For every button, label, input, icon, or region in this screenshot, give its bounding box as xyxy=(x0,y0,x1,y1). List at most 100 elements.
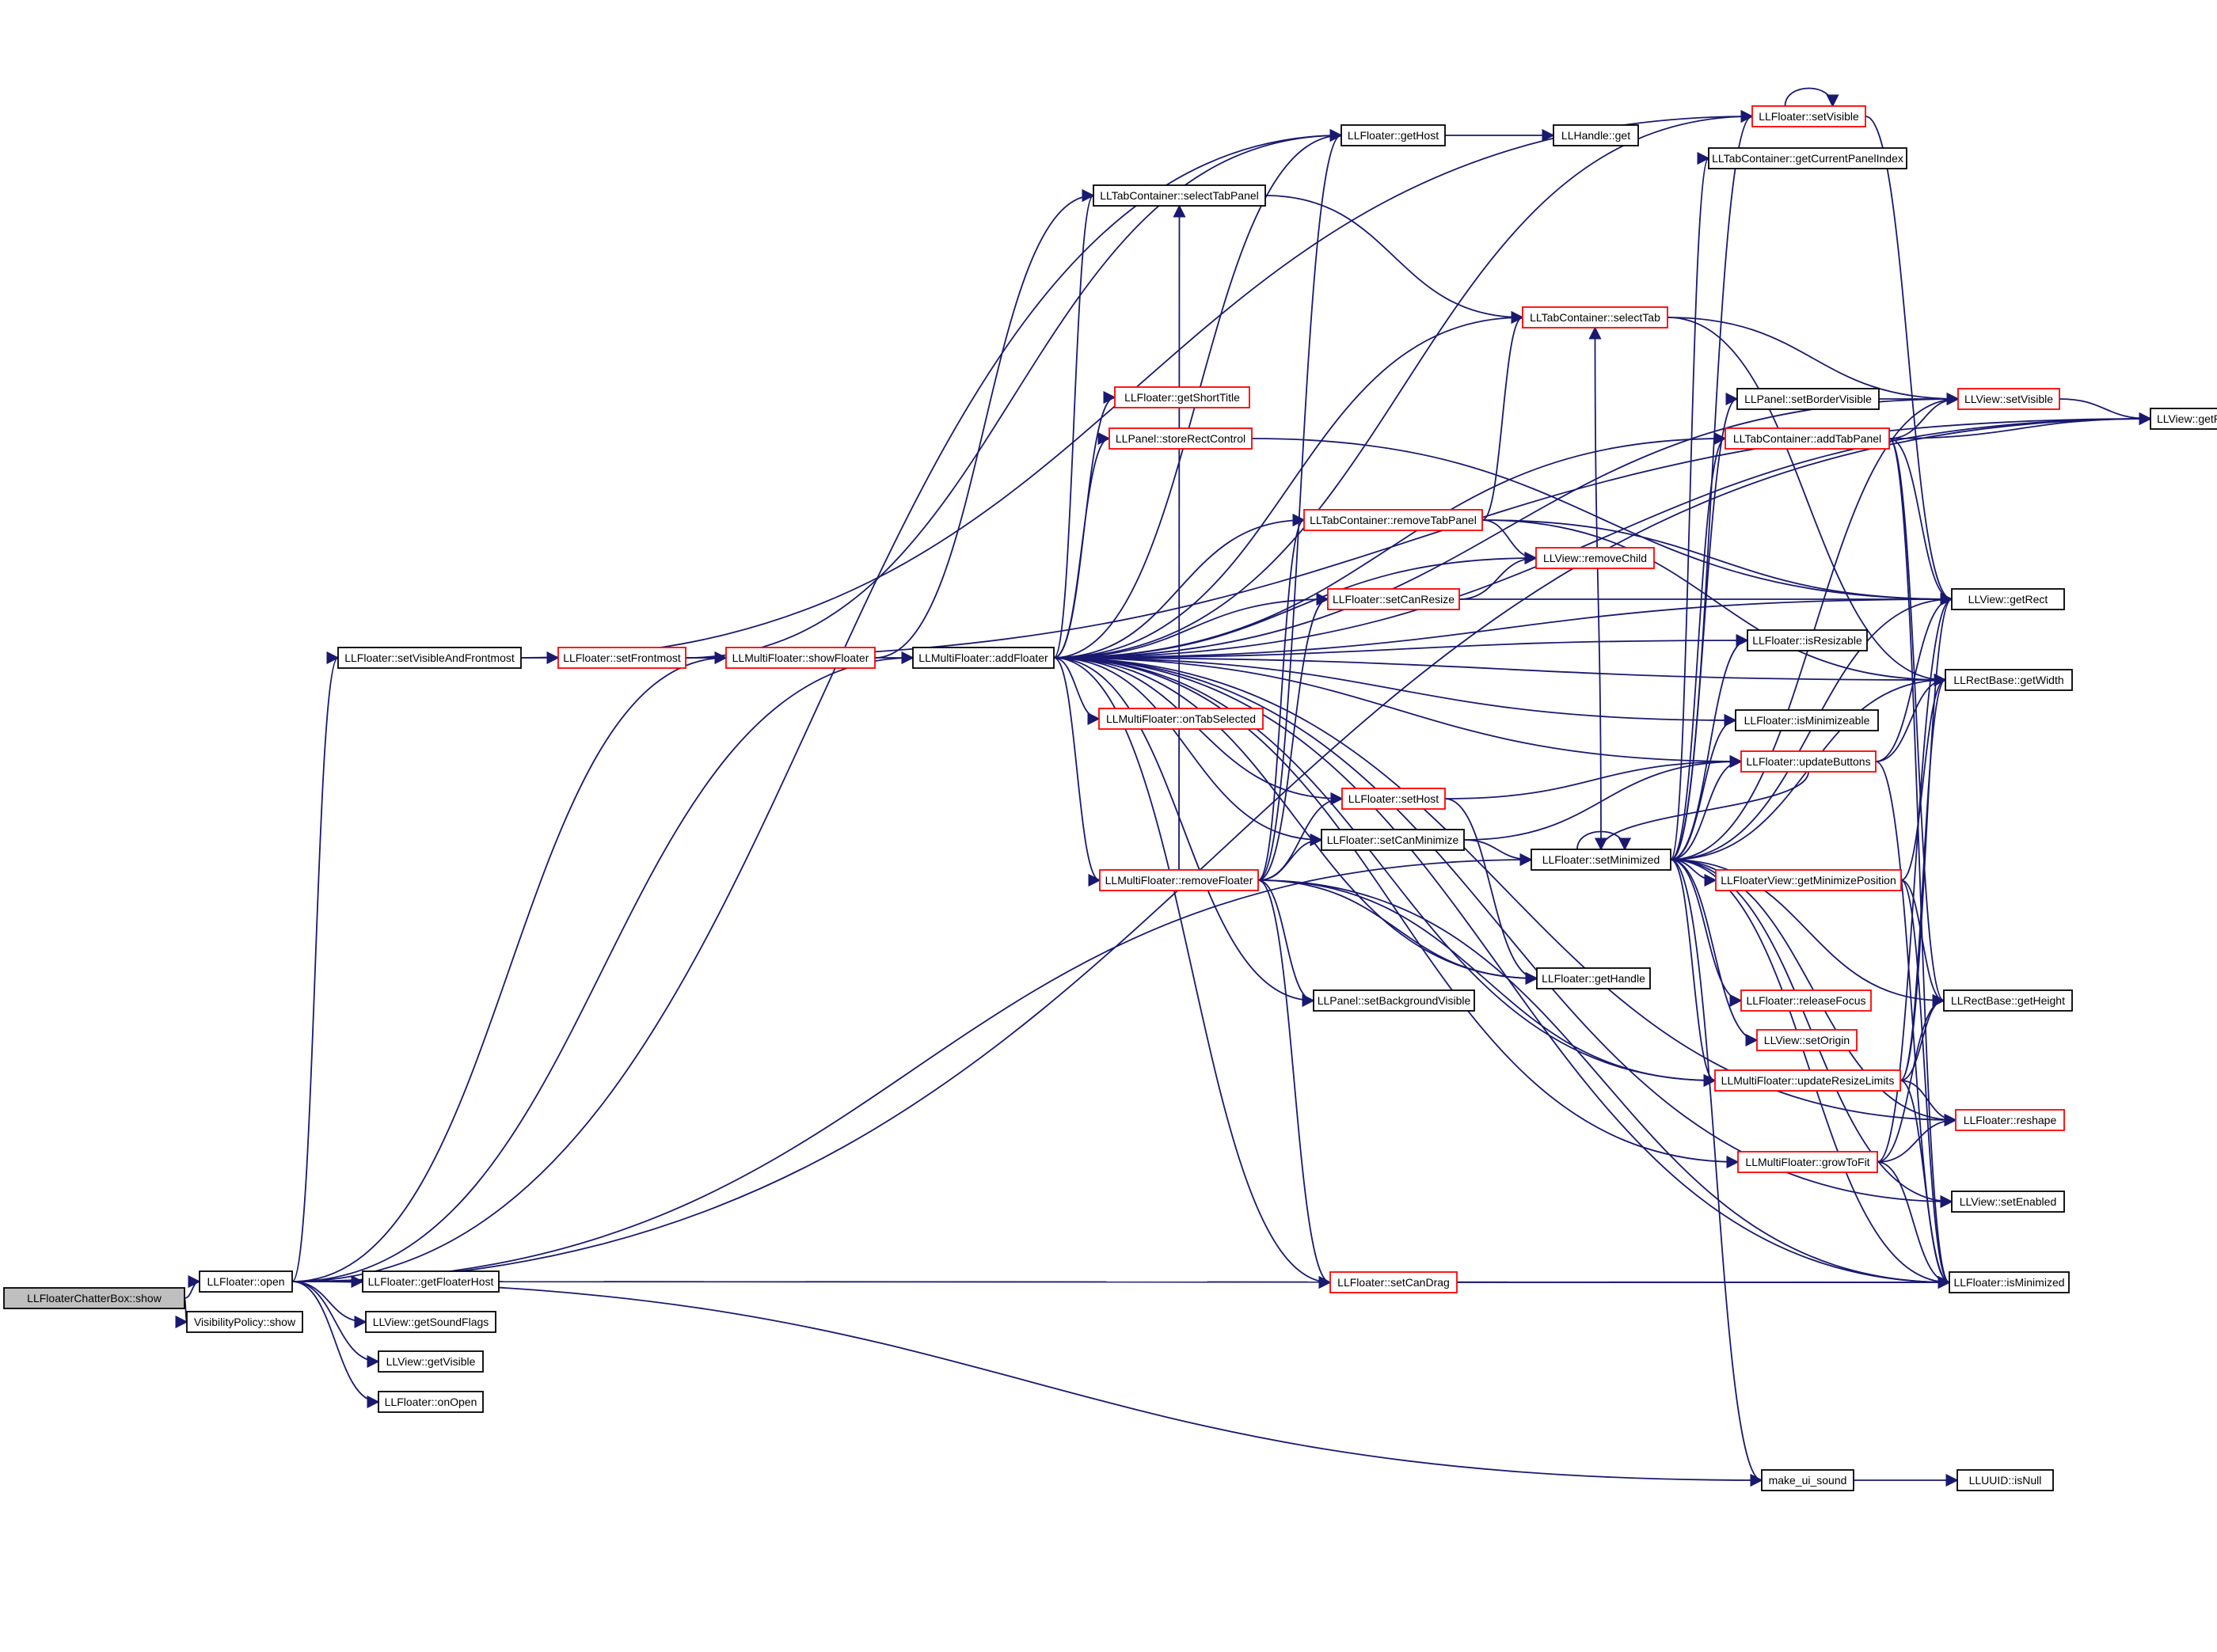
node-get-width[interactable]: LLRectBase::getWidth xyxy=(1945,669,2073,691)
node-set-frontmost[interactable]: LLFloater::setFrontmost xyxy=(557,647,686,669)
node-on-open[interactable]: LLFloater::onOpen xyxy=(378,1391,484,1413)
node-box xyxy=(1951,588,2065,610)
node-get-host[interactable]: LLFloater::getHost xyxy=(1340,124,1446,146)
node-get-current-panel-index[interactable]: LLTabContainer::getCurrentPanelIndex xyxy=(1708,147,1907,169)
node-select-tab-panel[interactable]: LLTabContainer::selectTabPanel xyxy=(1093,184,1266,207)
edge-get-minimize-position-to-get-width xyxy=(1900,674,1947,881)
node-reshape[interactable]: LLFloater::reshape xyxy=(1955,1109,2065,1131)
node-label: make_ui_sound xyxy=(1769,1474,1847,1487)
node-get-floater-host[interactable]: LLFloater::getFloaterHost xyxy=(362,1270,500,1293)
node-box xyxy=(1341,788,1446,810)
edge-floater-open-to-make-ui-sound xyxy=(291,1281,1763,1487)
node-get-visible[interactable]: LLView::getVisible xyxy=(378,1350,484,1373)
node-box xyxy=(1099,869,1259,891)
edge-remove-tab-panel-to-get-rect xyxy=(1481,519,1953,606)
node-set-can-resize[interactable]: LLFloater::setCanResize xyxy=(1327,588,1460,610)
node-store-rect-control[interactable]: LLPanel::storeRectControl xyxy=(1108,427,1253,450)
edge-floater-open-to-set-visible-frontmost xyxy=(291,651,340,1282)
node-get-minimize-position[interactable]: LLFloaterView::getMinimizePosition xyxy=(1715,869,1902,891)
node-label: LLTabContainer::getCurrentPanelIndex xyxy=(1712,152,1903,165)
node-update-resize-limits[interactable]: LLMultiFloater::updateResizeLimits xyxy=(1714,1069,1901,1092)
node-set-host[interactable]: LLFloater::setHost xyxy=(1341,788,1446,810)
node-label: LLMultiFloater::removeFloater xyxy=(1105,874,1253,887)
node-set-visible-frontmost[interactable]: LLFloater::setVisibleAndFrontmost xyxy=(337,647,522,669)
node-view-set-visible[interactable]: LLView::setVisible xyxy=(1957,388,2060,410)
node-get-short-title[interactable]: LLFloater::getShortTitle xyxy=(1114,386,1250,408)
edge-update-buttons-to-set-minimized xyxy=(1594,771,1809,851)
node-remove-tab-panel[interactable]: LLTabContainer::removeTabPanel xyxy=(1303,509,1483,531)
edge-set-minimized-to-make-ui-sound xyxy=(1670,859,1763,1487)
node-remove-child[interactable]: LLView::removeChild xyxy=(1535,547,1655,569)
node-remove-floater[interactable]: LLMultiFloater::removeFloater xyxy=(1099,869,1259,891)
edge-set-minimized-to-set-border-visible xyxy=(1670,393,1739,860)
node-set-border-visible[interactable]: LLPanel::setBorderVisible xyxy=(1736,388,1880,410)
edge-add-tab-panel-to-is-minimized xyxy=(1888,438,1951,1289)
node-get-height[interactable]: LLRectBase::getHeight xyxy=(1943,989,2073,1012)
node-floater-open[interactable]: LLFloater::open xyxy=(199,1270,293,1293)
edge-floater-open-to-show-floater xyxy=(291,651,728,1282)
node-visibility-show[interactable]: VisibilityPolicy::show xyxy=(186,1311,303,1333)
node-box xyxy=(2150,408,2217,430)
edge-select-tab-to-view-set-visible xyxy=(1667,317,1960,406)
edge-floater-open-to-get-visible xyxy=(291,1281,380,1369)
node-chatterbox-show[interactable]: LLFloaterChatterBox::show xyxy=(3,1287,185,1309)
edge-set-minimized-to-view-set-visible xyxy=(1670,392,1960,860)
node-update-buttons[interactable]: LLFloater::updateButtons xyxy=(1740,750,1877,773)
node-set-can-drag[interactable]: LLFloater::setCanDrag xyxy=(1329,1271,1458,1293)
node-label: LLFloater::getFloaterHost xyxy=(368,1275,494,1288)
node-box xyxy=(378,1350,484,1373)
node-show-floater[interactable]: LLMultiFloater::showFloater xyxy=(725,647,876,669)
node-label: LLFloater::onOpen xyxy=(385,1396,477,1408)
node-set-background-visible[interactable]: LLPanel::setBackgroundVisible xyxy=(1313,989,1475,1012)
node-is-minimizeable[interactable]: LLFloater::isMinimizeable xyxy=(1735,709,1879,731)
node-set-origin[interactable]: LLView::setOrigin xyxy=(1756,1029,1858,1051)
node-label: LLFloater::reshape xyxy=(1964,1114,2057,1126)
node-add-tab-panel[interactable]: LLTabContainer::addTabPanel xyxy=(1725,427,1890,450)
node-box xyxy=(1951,1191,2065,1213)
node-label: VisibilityPolicy::show xyxy=(194,1316,296,1328)
node-box xyxy=(1535,547,1655,569)
node-label: LLTabContainer::selectTab xyxy=(1530,311,1660,324)
node-get-handle[interactable]: LLFloater::getHandle xyxy=(1536,967,1651,989)
edge-get-minimize-position-to-is-minimized xyxy=(1900,879,1951,1289)
node-label: LLPanel::storeRectControl xyxy=(1116,432,1245,445)
node-label: LLTabContainer::selectTabPanel xyxy=(1100,189,1259,202)
node-get-parent[interactable]: LLView::getParent xyxy=(2150,408,2217,430)
node-box xyxy=(186,1311,303,1333)
edge-update-resize-limits-to-get-width xyxy=(1899,674,1947,1081)
node-make-ui-sound[interactable]: make_ui_sound xyxy=(1761,1469,1854,1491)
edge-add-tab-panel-to-get-rect xyxy=(1888,438,1953,606)
node-release-focus[interactable]: LLFloater::releaseFocus xyxy=(1740,989,1872,1012)
edge-grow-to-fit-to-is-minimized xyxy=(1877,1161,1951,1289)
edge-add-floater-to-set-can-resize xyxy=(1053,592,1329,659)
node-is-resizable[interactable]: LLFloater::isResizable xyxy=(1747,629,1868,651)
node-set-enabled[interactable]: LLView::setEnabled xyxy=(1951,1191,2065,1213)
node-box xyxy=(199,1270,293,1293)
node-handle-get[interactable]: LLHandle::get xyxy=(1553,124,1639,146)
edge-add-floater-to-is-minimized xyxy=(1053,657,1951,1289)
node-box xyxy=(1945,669,2073,691)
node-box xyxy=(1536,967,1651,989)
node-is-minimized[interactable]: LLFloater::isMinimized xyxy=(1949,1271,2070,1293)
node-set-minimized[interactable]: LLFloater::setMinimized xyxy=(1531,849,1671,871)
node-set-can-minimize[interactable]: LLFloater::setCanMinimize xyxy=(1321,829,1465,851)
node-label: LLFloater::getHandle xyxy=(1542,972,1645,985)
node-box xyxy=(912,647,1055,669)
node-label: LLFloater::setCanResize xyxy=(1333,593,1455,606)
node-on-tab-selected[interactable]: LLMultiFloater::onTabSelected xyxy=(1098,708,1264,730)
nodes-layer: LLFloaterChatterBox::show LLFloater::open… xyxy=(3,105,2217,1491)
node-get-sound-flags[interactable]: LLView::getSoundFlags xyxy=(365,1311,496,1333)
node-label: LLTabContainer::addTabPanel xyxy=(1733,432,1881,445)
edge-set-minimized-to-is-minimizeable xyxy=(1670,713,1737,860)
node-box xyxy=(1313,989,1475,1012)
edge-remove-floater-to-get-handle xyxy=(1257,879,1538,986)
node-add-floater[interactable]: LLMultiFloater::addFloater xyxy=(912,647,1055,669)
edge-set-minimized-to-select-tab xyxy=(1588,326,1602,850)
node-label: LLFloater::open xyxy=(207,1275,284,1288)
node-box xyxy=(1715,869,1902,891)
node-get-rect[interactable]: LLView::getRect xyxy=(1951,588,2065,610)
node-set-visible-f[interactable]: LLFloater::setVisible xyxy=(1751,105,1866,127)
node-select-tab[interactable]: LLTabContainer::selectTab xyxy=(1522,306,1668,329)
node-grow-to-fit[interactable]: LLMultiFloater::growToFit xyxy=(1737,1151,1878,1173)
node-uuid-is-null[interactable]: LLUUID::isNull xyxy=(1957,1469,2054,1491)
